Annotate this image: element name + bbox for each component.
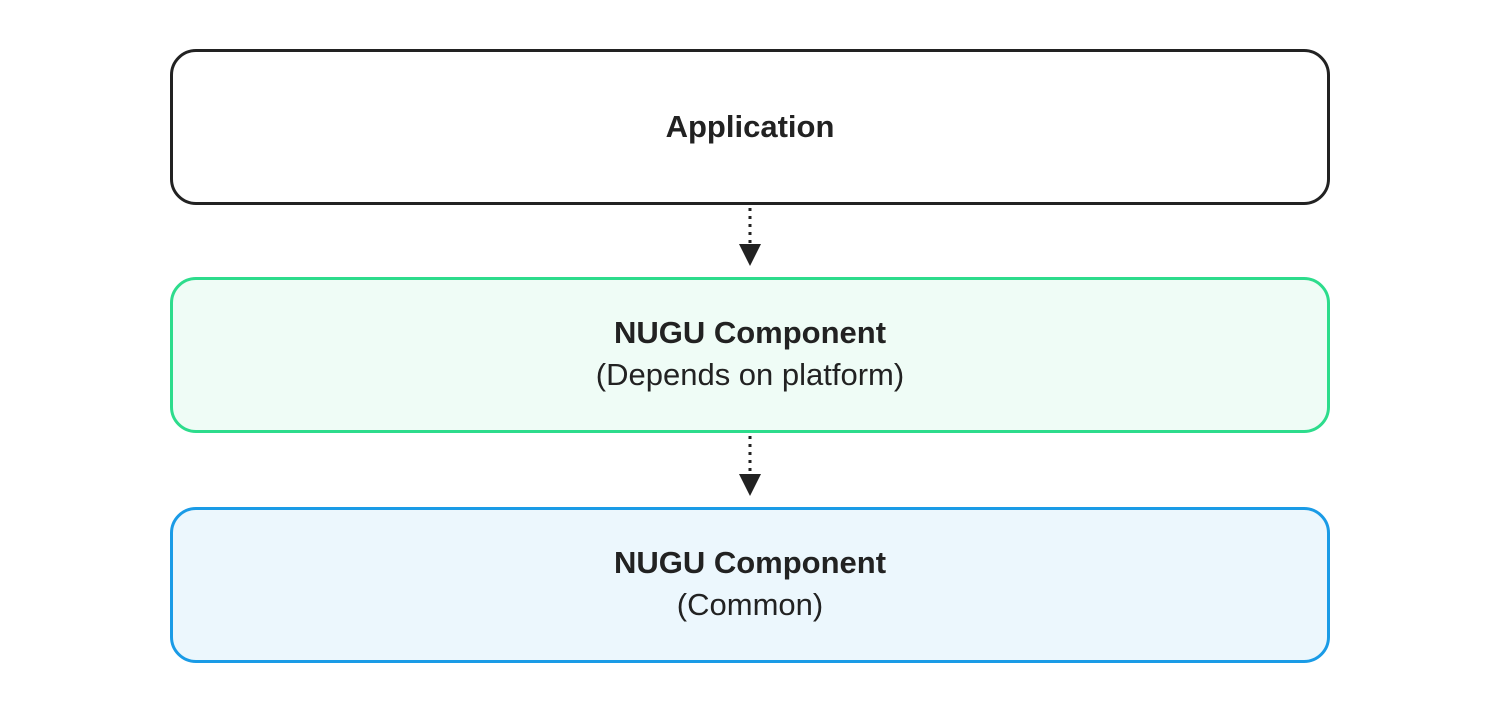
platform-component-subtitle: (Depends on platform): [595, 357, 905, 392]
arrow-application-to-platform: [739, 208, 761, 266]
common-component-title: NUGU Component: [613, 545, 887, 580]
application-layer-title: Application: [665, 109, 835, 144]
arrow-head-2: [739, 474, 761, 496]
arrow-head-1: [739, 244, 761, 266]
application-layer-box: Application: [170, 49, 1330, 205]
arrow-platform-to-common: [739, 436, 761, 496]
common-component-subtitle: (Common): [676, 587, 824, 622]
platform-component-title: NUGU Component: [613, 315, 887, 350]
platform-component-layer-box: NUGU Component (Depends on platform): [170, 277, 1330, 433]
common-component-layer-box: NUGU Component (Common): [170, 507, 1330, 663]
